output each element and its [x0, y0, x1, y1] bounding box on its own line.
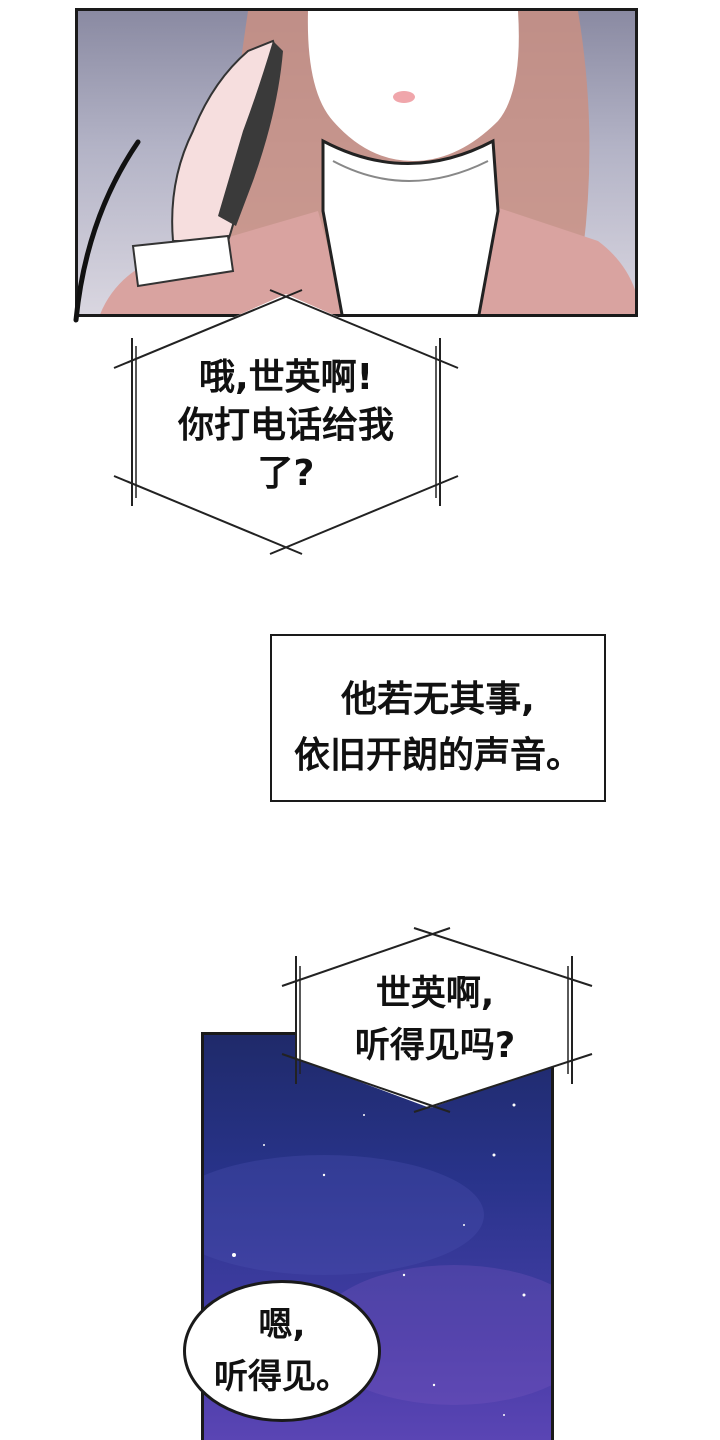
narration-text: 他若无其事, 依旧开朗的声音。: [293, 679, 582, 776]
speech-text-reply: 嗯, 听得见。: [214, 1305, 350, 1397]
phone-call-illustration: [100, 11, 635, 314]
speech-bubble-hex: 世英啊, 听得见吗?: [280, 926, 594, 1114]
motion-line-decoration: [73, 139, 141, 323]
comic-panel-phone-call: [75, 8, 638, 317]
speech-bubble-hex: 哦,世英啊! 你打电话给我 了?: [112, 286, 460, 558]
speech-text-first: 哦,世英啊! 你打电话给我 了?: [177, 357, 394, 494]
speech-bubble-oval: 嗯, 听得见。: [183, 1280, 381, 1422]
speech-text-second: 世英啊, 听得见吗?: [354, 974, 516, 1066]
narration-box: 他若无其事, 依旧开朗的声音。: [270, 634, 606, 802]
